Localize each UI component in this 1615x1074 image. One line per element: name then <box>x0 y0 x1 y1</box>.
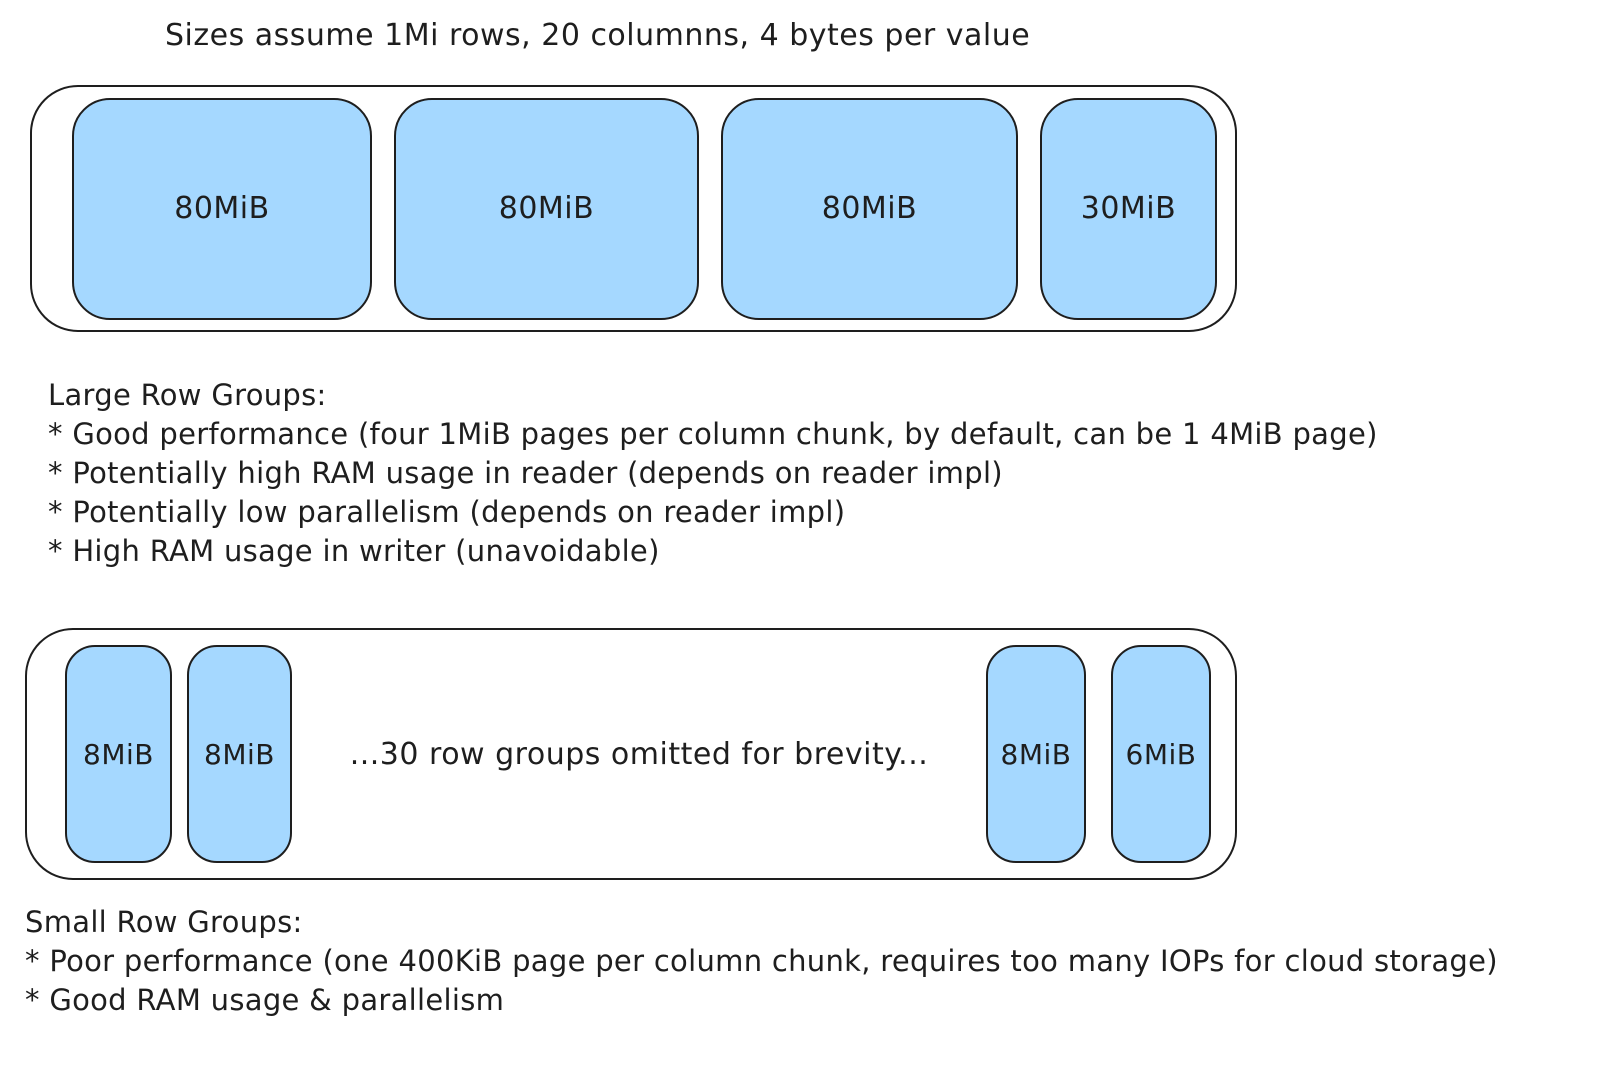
note-item: * High RAM usage in writer (unavoidable) <box>48 534 660 568</box>
note-item: * Good RAM usage & parallelism <box>25 983 505 1017</box>
row-group-block: 8MiB <box>986 645 1086 863</box>
note-item: * Potentially high RAM usage in reader (… <box>48 456 1003 490</box>
note-item: * Good performance (four 1MiB pages per … <box>48 417 1378 451</box>
row-group-block: 80MiB <box>72 97 372 320</box>
block-label: 6MiB <box>1125 737 1197 771</box>
diagram-title: Sizes assume 1Mi rows, 20 columnns, 4 by… <box>165 18 1031 53</box>
omitted-row-groups-text: ...30 row groups omitted for brevity... <box>349 736 929 772</box>
row-group-block: 8MiB <box>187 645 292 863</box>
block-label: 30MiB <box>1080 191 1177 226</box>
notes-title: Small Row Groups: <box>25 905 303 939</box>
notes-title: Large Row Groups: <box>48 378 327 412</box>
large-row-groups-notes: Large Row Groups: * Good performance (fo… <box>48 376 1378 571</box>
block-label: 8MiB <box>204 737 275 771</box>
note-item: * Poor performance (one 400KiB page per … <box>25 944 1498 978</box>
block-label: 8MiB <box>83 737 154 771</box>
small-row-groups-notes: Small Row Groups: * Poor performance (on… <box>25 903 1498 1020</box>
small-row-groups-container: 8MiB 8MiB ...30 row groups omitted for b… <box>25 628 1237 880</box>
row-group-block: 80MiB <box>721 97 1018 320</box>
row-group-block: 80MiB <box>394 97 699 320</box>
note-item: * Potentially low parallelism (depends o… <box>48 495 846 529</box>
block-label: 80MiB <box>821 191 918 226</box>
block-label: 8MiB <box>1000 737 1072 771</box>
large-row-groups-container: 80MiB 80MiB 80MiB 30MiB <box>30 85 1237 332</box>
row-group-block: 6MiB <box>1111 645 1211 863</box>
row-group-block: 8MiB <box>65 645 172 863</box>
block-label: 80MiB <box>498 191 595 226</box>
row-group-block: 30MiB <box>1040 97 1217 320</box>
block-label: 80MiB <box>174 191 270 226</box>
